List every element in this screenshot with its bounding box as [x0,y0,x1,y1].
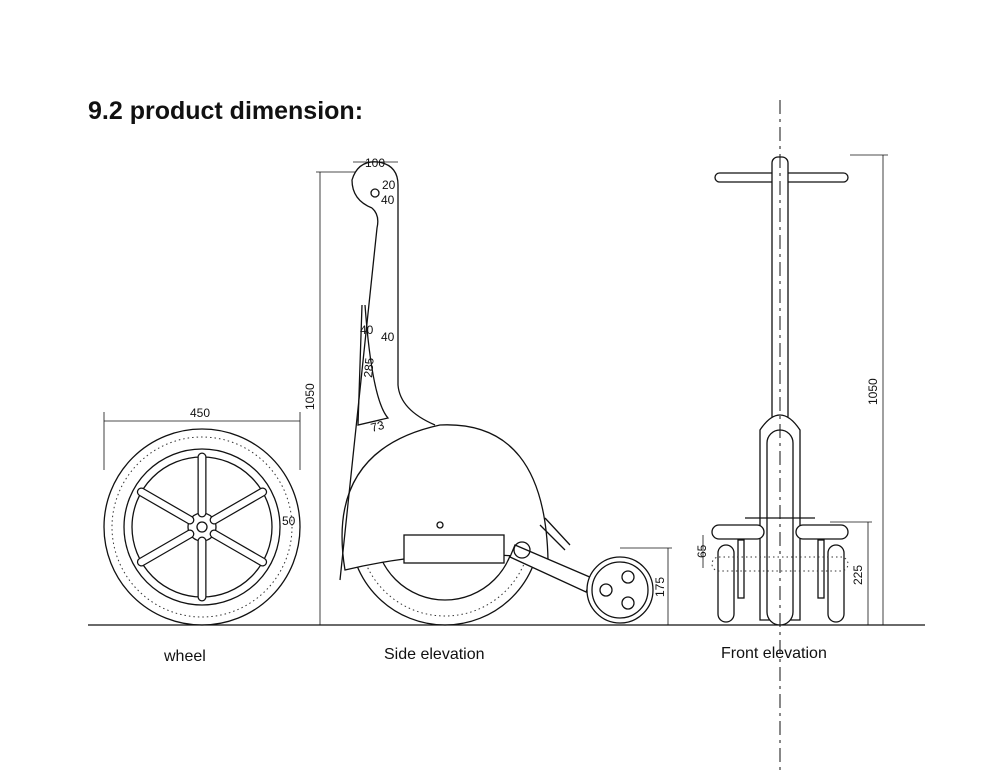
front-height-dim: 1050 [866,378,880,405]
wheel-spoke [138,530,194,566]
wheel-tire-dim: 50 [282,514,296,528]
wheel-diameter-dim: 450 [190,406,210,420]
page-title: 9.2 product dimension: [88,97,364,125]
side-strut-b-dim: 40 [381,330,395,344]
side-head-width-dim: 100 [365,156,385,170]
wheel-spoke [210,530,266,566]
wheel-spoke [138,488,194,524]
side-rear-wheel-dim: 175 [653,577,667,597]
side-strut-base-dim: 73 [369,418,386,435]
front-elevation-view: 1050 225 65 Front elevation [695,100,888,770]
side-strut-length-dim: 285 [361,357,377,378]
side-hole-dim: 20 [382,178,396,192]
side-elevation-view: 1050 100 20 40 40 40 285 73 175 Side ele… [303,156,672,663]
wheel-view: 450 50 wheel [103,406,301,665]
front-platform-thickness-dim: 65 [695,544,709,558]
wheel-spoke [210,488,266,524]
side-elevation-caption: Side elevation [384,646,485,663]
wheel-caption: wheel [163,648,206,665]
side-height-dim: 1050 [303,383,317,410]
front-elevation-caption: Front elevation [721,645,827,662]
front-platform-height-dim: 225 [851,565,865,585]
side-strut-a-dim: 40 [360,323,374,337]
side-head-offset-dim: 40 [381,193,395,207]
